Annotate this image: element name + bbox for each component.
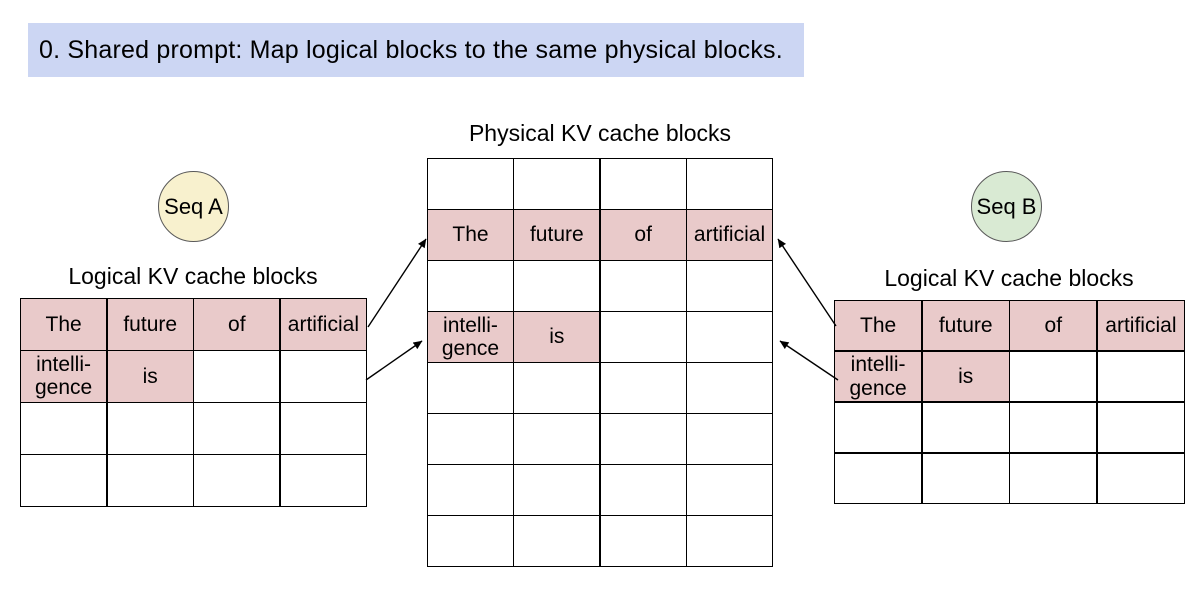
table-cell [687, 363, 772, 413]
table-cell [428, 516, 513, 566]
table-cell [280, 351, 366, 402]
mapping-arrow-seq-a-block0 [367, 238, 427, 328]
table-cell [687, 465, 772, 515]
table-cell [514, 414, 600, 464]
table-cell [1010, 402, 1097, 453]
physical-table-title: Physical KV cache blocks [468, 120, 732, 146]
table-cell [21, 455, 107, 506]
step-banner-text: 0. Shared prompt: Map logical blocks to … [39, 35, 783, 64]
table-cell [1010, 453, 1097, 503]
table-cell [687, 261, 772, 311]
table-cell [428, 261, 513, 311]
table-cell [514, 363, 600, 413]
table-cell [428, 414, 513, 464]
table-cell: The [21, 299, 107, 350]
table-cell: of [1010, 301, 1097, 351]
table-cell [835, 453, 922, 503]
table-cell [687, 159, 772, 209]
table-cell [428, 159, 513, 209]
table-cell: of [600, 210, 686, 260]
seq-b-table-title: Logical KV cache blocks [884, 265, 1134, 291]
table-cell: artificial [687, 210, 772, 260]
table-cell: artificial [1097, 301, 1184, 351]
table-cell [107, 455, 193, 506]
table-cell: The [428, 210, 513, 260]
table-cell: intelli- gence [21, 351, 107, 402]
table-cell [1097, 453, 1184, 503]
table-cell: future [922, 301, 1009, 351]
table-cell [107, 403, 193, 454]
table-cell: future [107, 299, 193, 350]
table-cell [922, 453, 1009, 503]
seq-b-badge: Seq B [971, 171, 1042, 242]
table-cell [687, 312, 772, 362]
table-cell [600, 414, 686, 464]
table-cell: intelli- gence [428, 312, 513, 362]
mapping-arrow-seq-b-block1 [779, 340, 839, 381]
table-cell: future [514, 210, 600, 260]
table-cell [1097, 402, 1184, 453]
table-cell: intelli- gence [835, 351, 922, 402]
table-cell [922, 402, 1009, 453]
table-cell [280, 403, 366, 454]
step-banner: 0. Shared prompt: Map logical blocks to … [28, 23, 804, 77]
table-cell [280, 455, 366, 506]
table-cell [194, 403, 280, 454]
seq-b-logical-table: The future of artificial intelli- gence … [834, 300, 1185, 504]
seq-a-table-title: Logical KV cache blocks [68, 263, 318, 289]
table-cell [600, 516, 686, 566]
table-cell [600, 159, 686, 209]
table-cell [514, 261, 600, 311]
table-cell: is [922, 351, 1009, 402]
table-cell: artificial [280, 299, 366, 350]
physical-kv-table: The future of artificial intelli- gence … [427, 158, 773, 567]
table-cell [514, 516, 600, 566]
table-cell: The [835, 301, 922, 351]
table-cell [600, 312, 686, 362]
table-cell [687, 414, 772, 464]
table-cell [514, 159, 600, 209]
mapping-arrow-seq-a-block1 [365, 340, 423, 381]
table-cell: is [107, 351, 193, 402]
table-cell [1097, 351, 1184, 402]
table-cell [600, 261, 686, 311]
table-cell [428, 363, 513, 413]
table-cell: is [514, 312, 600, 362]
table-cell [600, 465, 686, 515]
table-cell [835, 402, 922, 453]
table-cell [600, 363, 686, 413]
table-cell [194, 351, 280, 402]
table-cell [428, 465, 513, 515]
seq-a-badge: Seq A [158, 171, 229, 242]
table-cell [1010, 351, 1097, 402]
table-cell: of [194, 299, 280, 350]
table-cell [21, 403, 107, 454]
table-cell [194, 455, 280, 506]
table-cell [687, 516, 772, 566]
seq-a-logical-table: The future of artificial intelli- gence … [20, 298, 367, 507]
table-cell [514, 465, 600, 515]
